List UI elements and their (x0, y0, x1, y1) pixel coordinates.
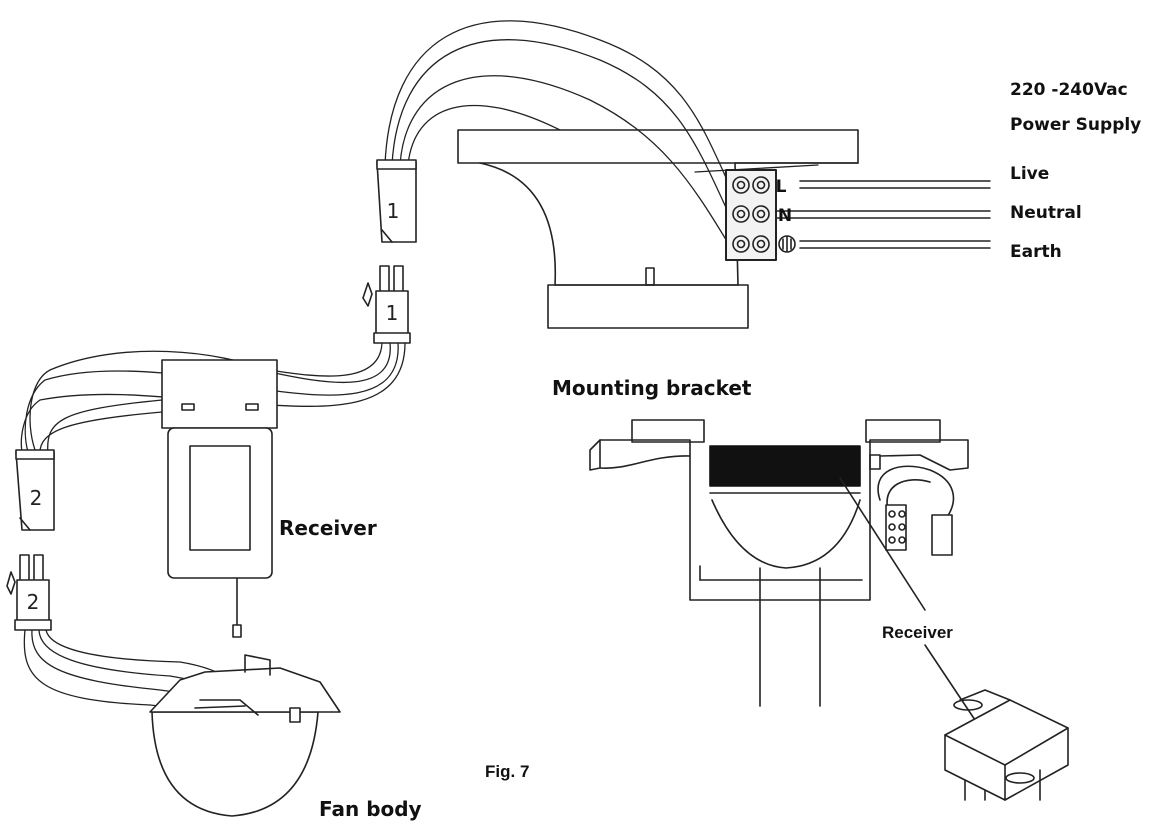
supply-live-label: Live (1010, 164, 1050, 184)
supply-earth-label: Earth (1010, 242, 1062, 262)
connector-2-female (15, 449, 55, 531)
fan-body-label: Fan body (319, 797, 422, 821)
figure-label: Fig. 7 (485, 762, 530, 781)
supply-title-label: Power Supply (1010, 115, 1142, 135)
mounting-bracket-right (589, 419, 969, 707)
connector-2-male-number: 2 (27, 590, 40, 614)
receiver-pointer (839, 477, 926, 611)
canopy-top (457, 129, 859, 329)
mounting-bracket-label: Mounting bracket (552, 376, 752, 400)
connector-2-female-number: 2 (30, 486, 43, 510)
terminal-letter-live: L (776, 177, 787, 197)
connector-1-female-number: 1 (387, 199, 400, 223)
receiver-right-label: Receiver (882, 623, 953, 642)
connector-1-female (376, 159, 417, 243)
fan-body-shape (149, 654, 341, 817)
receiver-left-label: Receiver (279, 516, 377, 540)
receiver-right-unit (944, 689, 1069, 801)
supply-voltage-label: 220 -240Vac (1010, 80, 1128, 100)
receiver-left-unit (161, 359, 278, 638)
connector-1-male-number: 1 (386, 301, 399, 325)
connector-2-male (6, 554, 52, 631)
wire-bundle-top (384, 20, 819, 244)
terminal-letter-neutral: N (778, 206, 792, 226)
supply-lines (775, 180, 991, 249)
terminal-block (725, 169, 796, 261)
supply-neutral-label: Neutral (1010, 203, 1082, 223)
connector-1-male (362, 265, 411, 344)
